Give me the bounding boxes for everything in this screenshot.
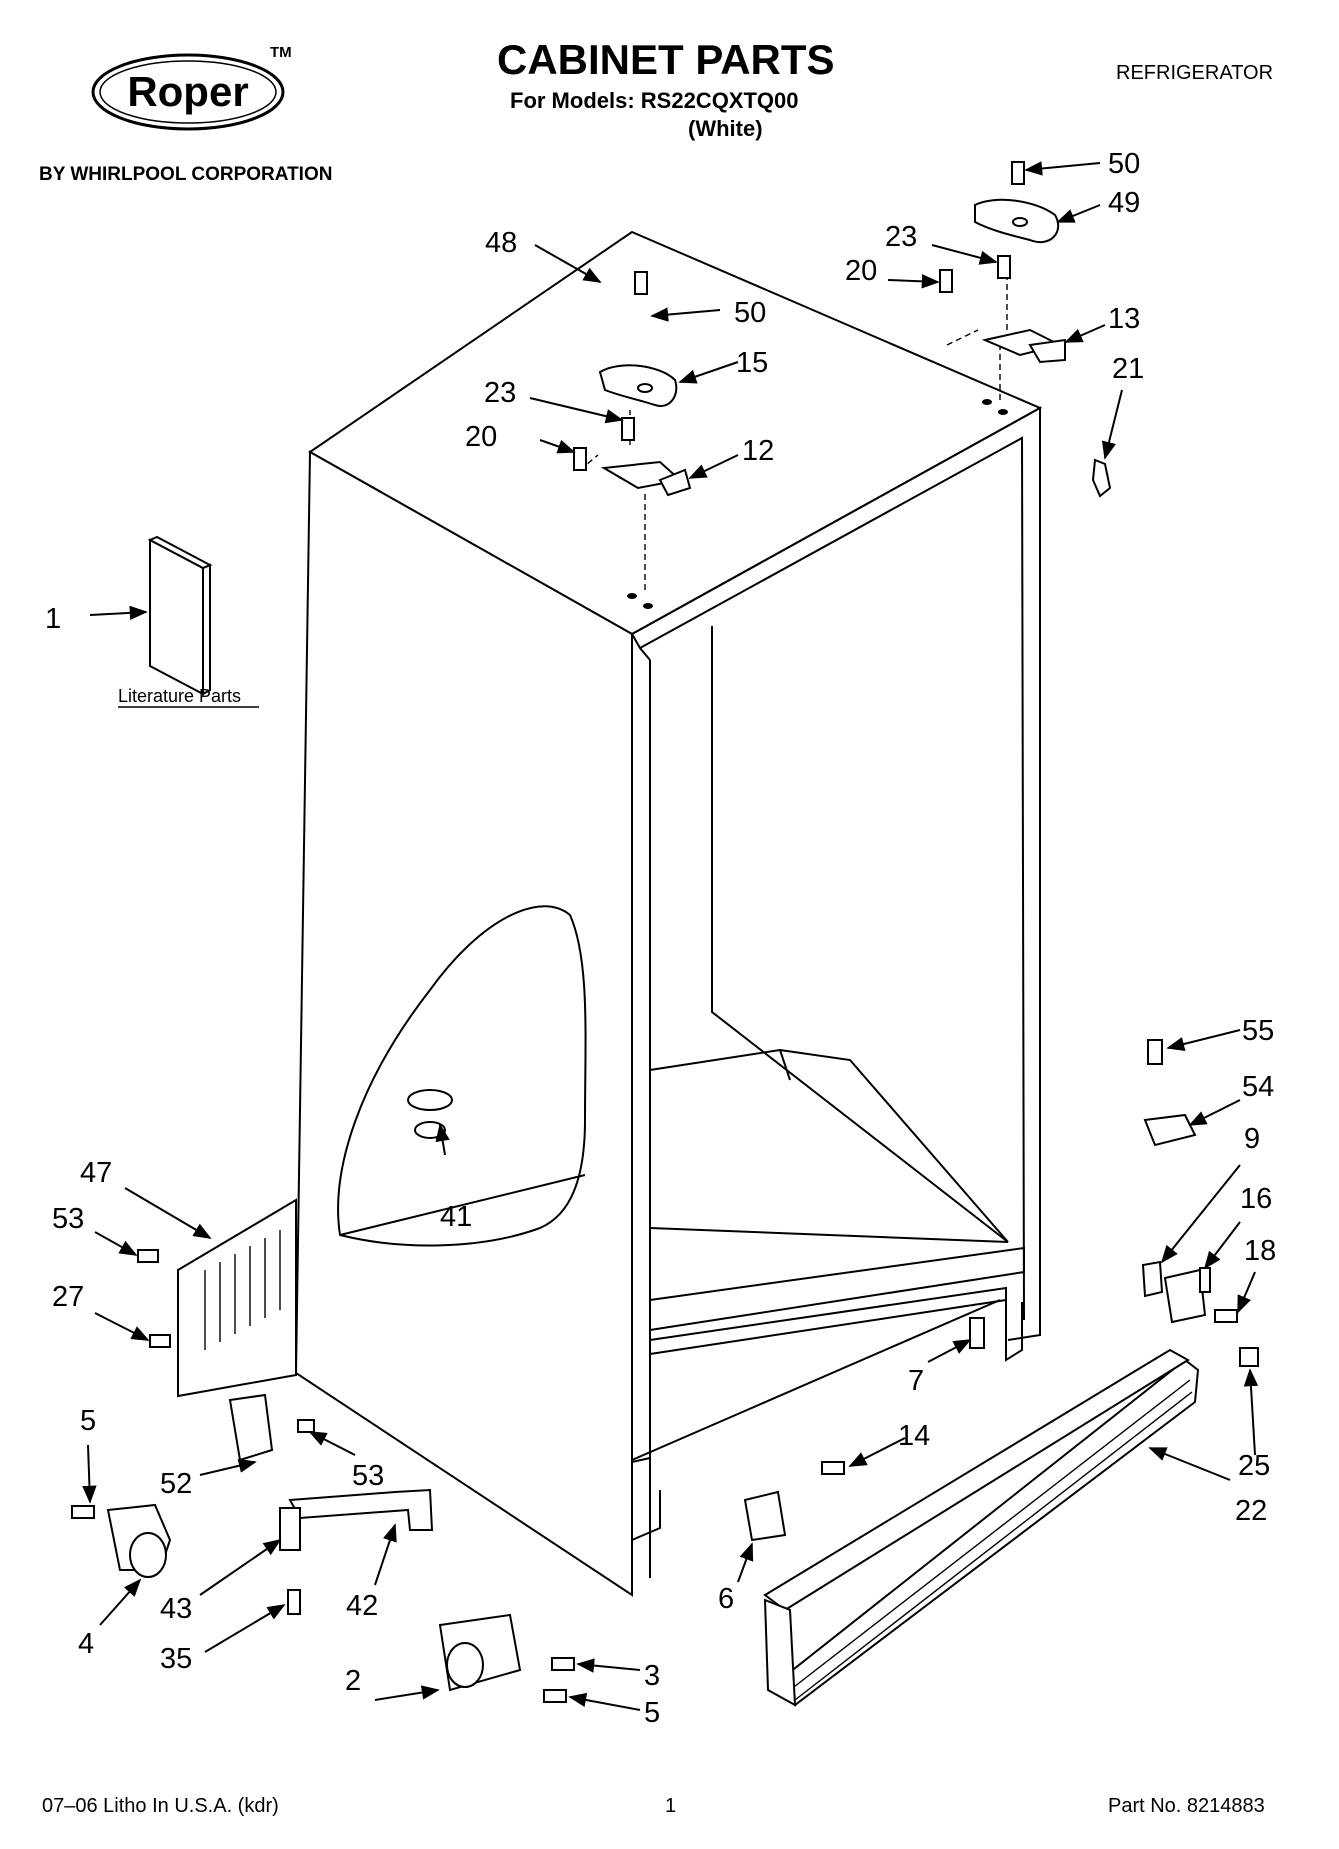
bottom-rail-3 bbox=[631, 1299, 1001, 1461]
callout-41: 41 bbox=[440, 1201, 472, 1233]
base-corner bbox=[631, 1457, 651, 1595]
callout-1: 1 bbox=[45, 603, 61, 635]
callout-16: 16 bbox=[1240, 1183, 1272, 1215]
drain-tube-42 bbox=[288, 1488, 434, 1531]
callout-23: 23 bbox=[885, 221, 917, 253]
top-hole bbox=[998, 409, 1008, 415]
front-frame-outer bbox=[631, 406, 1041, 1341]
cabinet-side bbox=[294, 450, 633, 1597]
roper-logo: Roper bbox=[90, 52, 290, 137]
callout-53: 53 bbox=[52, 1203, 84, 1235]
color-line: (White) bbox=[688, 116, 763, 141]
callout-48: 48 bbox=[485, 227, 517, 259]
callout-arrows bbox=[82, 161, 1259, 1711]
callout-9: 9 bbox=[1244, 1123, 1260, 1155]
callout-50: 50 bbox=[1108, 148, 1140, 180]
literature-book bbox=[147, 535, 213, 696]
callout-21: 21 bbox=[1112, 353, 1144, 385]
callout-52: 52 bbox=[160, 1468, 192, 1500]
callout-53: 53 bbox=[352, 1460, 384, 1492]
callout-23: 23 bbox=[484, 377, 516, 409]
bottom-rail-1 bbox=[649, 1246, 1025, 1331]
category-label: REFRIGERATOR bbox=[1116, 62, 1274, 84]
right-top-hinge bbox=[939, 161, 1112, 498]
callout-35: 35 bbox=[160, 1643, 192, 1675]
bracket-6 bbox=[743, 1490, 787, 1542]
cutaway-area bbox=[337, 905, 587, 1247]
callout-25: 25 bbox=[1238, 1450, 1270, 1482]
bracket-52 bbox=[228, 1393, 274, 1462]
callout-20: 20 bbox=[845, 255, 877, 287]
small-parts bbox=[71, 1039, 1259, 1703]
callout-13: 13 bbox=[1108, 303, 1140, 335]
right-foot bbox=[1005, 1300, 1023, 1362]
litho-info: 07–06 Litho In U.S.A. (kdr) bbox=[42, 1795, 279, 1817]
cabinet-body bbox=[294, 230, 1043, 1597]
callout-42: 42 bbox=[346, 1590, 378, 1622]
cutaway-floor bbox=[339, 1174, 586, 1236]
callout-47: 47 bbox=[80, 1157, 112, 1189]
toe-grille bbox=[763, 1348, 1200, 1707]
liner-back-edge bbox=[711, 626, 1009, 1243]
hinge-plate-9 bbox=[1141, 1260, 1164, 1298]
callout-4: 4 bbox=[78, 1628, 94, 1660]
callout-27: 27 bbox=[52, 1281, 84, 1313]
frame-corner bbox=[631, 633, 651, 661]
page-number: 1 bbox=[665, 1795, 677, 1817]
literature-parts-label: Literature Parts bbox=[118, 686, 241, 706]
callout-22: 22 bbox=[1235, 1495, 1267, 1527]
callout-7: 7 bbox=[908, 1365, 924, 1397]
top-hole bbox=[627, 593, 637, 599]
bottom-rail-2 bbox=[649, 1286, 1007, 1355]
part-number: Part No. 8214883 bbox=[1108, 1795, 1265, 1817]
callout-43: 43 bbox=[160, 1593, 192, 1625]
liner-base-line bbox=[649, 1227, 1009, 1243]
models-line: For Models: RS22CQXTQ00 bbox=[510, 88, 799, 113]
corporation-line: BY WHIRLPOOL CORPORATION bbox=[39, 164, 333, 185]
callout-14: 14 bbox=[898, 1420, 930, 1452]
rear-access-panel bbox=[177, 1198, 297, 1398]
left-foot bbox=[631, 1490, 661, 1541]
hinge-16 bbox=[1163, 1268, 1207, 1324]
bracket-54 bbox=[1143, 1113, 1197, 1147]
hinge-dash bbox=[946, 329, 979, 346]
callout-3: 3 bbox=[644, 1660, 660, 1692]
part-21-clip bbox=[1091, 458, 1112, 498]
callout-15: 15 bbox=[736, 347, 768, 379]
callout-2: 2 bbox=[345, 1665, 361, 1697]
callout-5: 5 bbox=[644, 1697, 660, 1729]
callout-54: 54 bbox=[1242, 1071, 1274, 1103]
callout-12: 12 bbox=[742, 435, 774, 467]
callout-5: 5 bbox=[80, 1405, 96, 1437]
callout-6: 6 bbox=[718, 1583, 734, 1615]
top-hole bbox=[982, 399, 992, 405]
callout-18: 18 bbox=[1244, 1235, 1276, 1267]
callout-55: 55 bbox=[1242, 1015, 1274, 1047]
trademark-mark: TM bbox=[270, 44, 292, 61]
front-frame-inner bbox=[639, 436, 1025, 1321]
callout-50: 50 bbox=[734, 297, 766, 329]
logo-oval: Roper bbox=[91, 53, 285, 131]
leveler-41 bbox=[407, 1089, 453, 1111]
brand-text: Roper bbox=[127, 68, 248, 115]
callout-49: 49 bbox=[1108, 187, 1140, 219]
top-hole bbox=[643, 603, 653, 609]
callout-labels: 1 2 3 4 5 5 6 7 9 12 13 14 15 16 18 20 2… bbox=[45, 148, 1276, 1729]
page-title: CABINET PARTS bbox=[497, 36, 835, 83]
liner-floor bbox=[649, 1048, 1009, 1243]
callout-20: 20 bbox=[465, 421, 497, 453]
liner-ledge bbox=[779, 1049, 791, 1081]
left-top-hinge bbox=[573, 271, 692, 497]
clip-43 bbox=[279, 1507, 301, 1551]
clip-7 bbox=[969, 1317, 985, 1349]
